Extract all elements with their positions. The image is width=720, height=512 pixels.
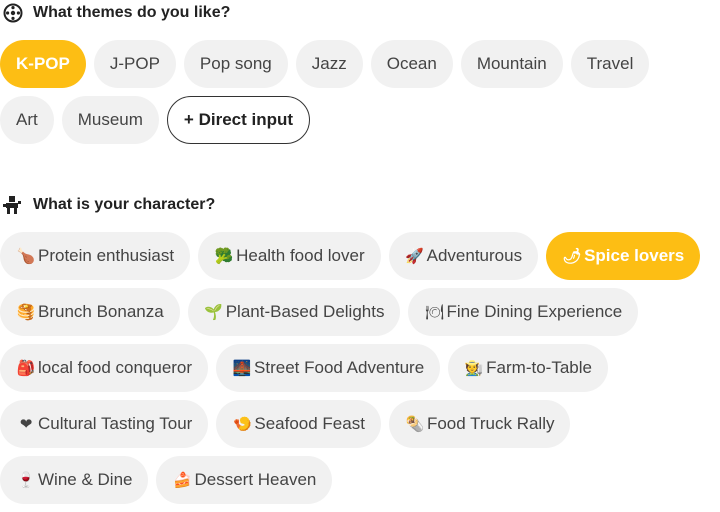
chip-mountain-button[interactable]: Mountain: [460, 40, 563, 88]
heart-icon: ❤: [19, 416, 33, 433]
shrimp-icon: 🍤: [233, 416, 252, 433]
chip-j-pop-button[interactable]: J-POP: [93, 40, 176, 88]
chip-label: Dessert Heaven: [194, 470, 317, 489]
chip-label: Museum: [77, 110, 143, 129]
chip-label: K-POP: [16, 54, 70, 73]
rocket-icon: 🚀: [405, 248, 424, 265]
film-reel-icon: [2, 2, 24, 24]
chip-plant-based-delights-button[interactable]: 🌱Plant-Based Delights: [187, 288, 401, 336]
chip-local-food-conqueror-button[interactable]: 🎒local food conqueror: [0, 344, 209, 392]
chip-label: Ocean: [386, 54, 437, 73]
chip-pop-song-button[interactable]: Pop song: [183, 40, 288, 88]
chip-label: Pop song: [199, 54, 272, 73]
themes-chip-group: K-POP J-POP Pop song Jazz Ocean Mountain Trave…: [0, 40, 720, 152]
themes-title-text: What themes do you like?: [33, 4, 231, 21]
chip-k-pop-button[interactable]: K-POP: [0, 40, 86, 88]
chip-travel-button[interactable]: Travel: [570, 40, 650, 88]
chip-label: Travel: [586, 54, 634, 73]
chip-label: Mountain: [476, 54, 547, 73]
chip-fine-dining-experience-button[interactable]: 🍽Fine Dining Experience: [408, 288, 639, 336]
chip-label: Fine Dining Experience: [446, 302, 623, 321]
farmer-icon: 🧑‍🌾: [464, 360, 484, 377]
themes-chip-row: Art Museum + Direct input: [0, 96, 720, 144]
chip-label: Cultural Tasting Tour: [38, 414, 193, 433]
chip-adventurous-button[interactable]: 🚀Adventurous: [388, 232, 539, 280]
character-icon: [2, 194, 24, 216]
chip-dessert-heaven-button[interactable]: 🍰Dessert Heaven: [156, 456, 333, 504]
wine-glass-icon: 🍷: [16, 472, 36, 489]
broccoli-icon: 🥦: [214, 248, 234, 265]
night-street-icon: 🌉: [232, 360, 252, 377]
drumstick-icon: 🍗: [16, 248, 36, 265]
chip-farm-to-table-button[interactable]: 🧑‍🌾Farm-to-Table: [448, 344, 608, 392]
chip-label: Plant-Based Delights: [225, 302, 385, 321]
chip-label: Wine & Dine: [38, 470, 133, 489]
themes-chip-row: K-POP J-POP Pop song Jazz Ocean Mountain Trave…: [0, 40, 720, 88]
chip-jazz-button[interactable]: Jazz: [295, 40, 363, 88]
chip-label: Seafood Feast: [254, 414, 365, 433]
chip-label: Food Truck Rally: [426, 414, 555, 433]
chili-pepper-icon: 🌶: [562, 248, 582, 265]
chip-label: Adventurous: [426, 246, 523, 265]
burrito-icon: 🌯: [405, 416, 425, 433]
chip-museum-button[interactable]: Museum: [61, 96, 159, 144]
chip-food-truck-rally-button[interactable]: 🌯Food Truck Rally: [388, 400, 571, 448]
chip-label: Farm-to-Table: [486, 358, 592, 377]
character-title-text: What is your character?: [33, 196, 216, 213]
character-section-title: What is your character?: [2, 194, 215, 216]
plate-cutlery-icon: 🍽: [424, 304, 444, 321]
chip-spice-lovers-button[interactable]: 🌶Spice lovers: [546, 232, 701, 280]
chip-street-food-adventure-button[interactable]: 🌉Street Food Adventure: [216, 344, 441, 392]
themes-section-title: What themes do you like?: [2, 2, 230, 24]
chip-label: Art: [16, 110, 38, 129]
chip-label: Health food lover: [236, 246, 365, 265]
character-chip-group: 🍗Protein enthusiast🥦Health food lover🚀Ad…: [0, 232, 720, 512]
chip-brunch-bonanza-button[interactable]: 🥞Brunch Bonanza: [0, 288, 180, 336]
cake-icon: 🍰: [173, 472, 192, 489]
direct-input-button[interactable]: + Direct input: [166, 96, 311, 144]
backpack-icon: 🎒: [16, 360, 36, 377]
seedling-icon: 🌱: [204, 304, 224, 321]
character-chip-row: 🎒local food conqueror🌉Street Food Advent…: [0, 344, 720, 392]
chip-label: local food conqueror: [38, 358, 193, 377]
chip-label: Protein enthusiast: [38, 246, 175, 265]
pancakes-icon: 🥞: [16, 304, 36, 321]
character-chip-row: 🍗Protein enthusiast🥦Health food lover🚀Ad…: [0, 232, 720, 280]
chip-health-food-lover-button[interactable]: 🥦Health food lover: [198, 232, 381, 280]
character-chip-row: 🥞Brunch Bonanza🌱Plant-Based Delights🍽Fin…: [0, 288, 720, 336]
chip-ocean-button[interactable]: Ocean: [370, 40, 453, 88]
chip-label: J-POP: [109, 54, 160, 73]
chip-seafood-feast-button[interactable]: 🍤Seafood Feast: [216, 400, 381, 448]
chip-label: Brunch Bonanza: [38, 302, 164, 321]
chip-protein-enthusiast-button[interactable]: 🍗Protein enthusiast: [0, 232, 191, 280]
chip-label: Jazz: [311, 54, 347, 73]
chip-label: + Direct input: [183, 110, 294, 129]
chip-art-button[interactable]: Art: [0, 96, 54, 144]
chip-label: Spice lovers: [584, 246, 685, 265]
character-chip-row: ❤Cultural Tasting Tour🍤Seafood Feast🌯Foo…: [0, 400, 720, 448]
chip-label: Street Food Adventure: [254, 358, 425, 377]
character-chip-row: 🍷Wine & Dine🍰Dessert Heaven: [0, 456, 720, 504]
chip-wine-dine-button[interactable]: 🍷Wine & Dine: [0, 456, 149, 504]
chip-cultural-tasting-tour-button[interactable]: ❤ Cultural Tasting Tour: [0, 400, 209, 448]
